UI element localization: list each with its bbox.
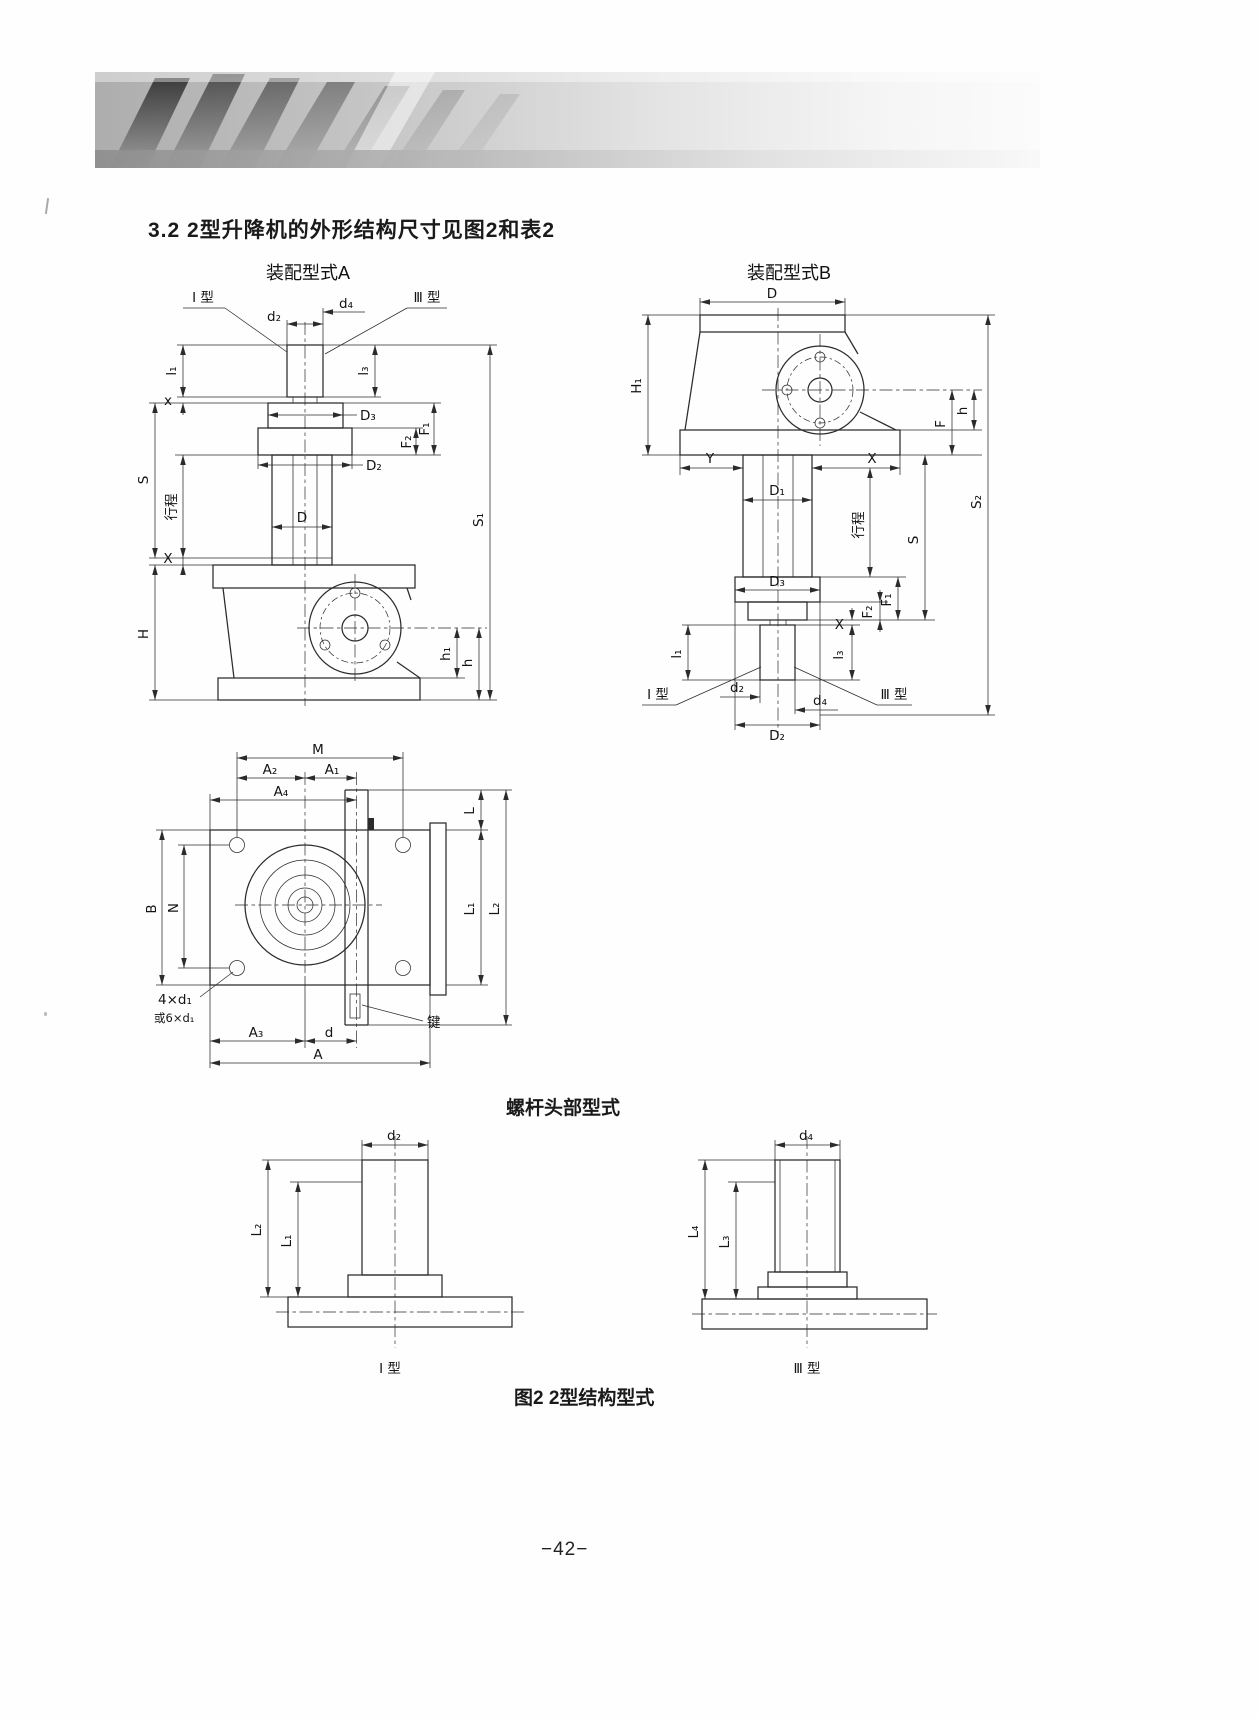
assembly-b-title: 装配型式B — [747, 263, 832, 283]
dim-label-L1: L₁ — [279, 1235, 295, 1248]
assembly-b-drawing: D H₁ F h Y X D₁ 行程 S S₂ D₃ F₁ F₂ X l₁ l₃… — [629, 286, 995, 744]
dim-label-L1: L₁ — [462, 903, 478, 916]
dim-label-x: x — [164, 393, 172, 409]
dim-label-F: F — [933, 420, 949, 428]
dim-label-d4: d₄ — [799, 1128, 813, 1144]
dim-label-S: S — [136, 476, 152, 485]
label-type1: Ⅰ 型 — [647, 687, 669, 703]
dim-label-X-upper: X — [867, 451, 876, 467]
dim-label-d2: d₂ — [730, 680, 744, 696]
dim-label-L3: L₃ — [717, 1236, 733, 1249]
dim-label-D: D — [767, 286, 777, 302]
head3-labels: d₄ L₃ L₄ Ⅲ 型 — [686, 1128, 821, 1377]
dim-label-d2: d₂ — [387, 1128, 401, 1144]
banner-top-highlight — [95, 72, 1040, 82]
label-type3: Ⅲ 型 — [413, 290, 440, 306]
top-view-dimensions — [156, 752, 512, 1068]
dim-label-h: h — [460, 659, 476, 668]
bolt-hole-note-line2: 或6×d₁ — [154, 1011, 194, 1025]
dim-label-stroke: 行程 — [164, 494, 180, 521]
section-heading: 3.2 2型升降机的外形结构尺寸见图2和表2 — [148, 219, 556, 242]
key-label: 键 — [427, 1015, 441, 1031]
assembly-b-dimensions — [642, 298, 995, 730]
dim-label-L4: L₄ — [686, 1226, 702, 1239]
dim-label-L: L — [462, 807, 478, 815]
dim-label-d4: d₄ — [813, 693, 827, 709]
dim-label-B: B — [144, 904, 160, 913]
shaft-key-bottom — [349, 993, 361, 1019]
dim-label-H1: H₁ — [629, 378, 645, 394]
assembly-b-geometry — [679, 308, 982, 734]
dim-label-l1: l₁ — [669, 649, 685, 658]
header-banner-art — [95, 72, 1040, 168]
head3-dimensions — [698, 1140, 841, 1299]
dim-label-X: X — [163, 551, 172, 567]
dim-label-S2: S₂ — [969, 495, 985, 509]
screw-head-heading: 螺杆头部型式 — [506, 1098, 621, 1119]
figure-caption: 图2 2型结构型式 — [514, 1388, 655, 1409]
screw-head-type3-drawing: d₄ L₃ L₄ Ⅲ 型 — [686, 1128, 937, 1377]
scan-artifact-1 — [44, 197, 50, 215]
dim-label-F2: F₂ — [399, 435, 415, 448]
dim-label-D3: D₃ — [360, 408, 376, 424]
dim-label-D3: D₃ — [769, 574, 785, 590]
assembly-b-labels: D H₁ F h Y X D₁ 行程 S S₂ D₃ F₁ F₂ X l₁ l₃… — [629, 286, 985, 744]
dim-label-A3: A₃ — [249, 1025, 264, 1041]
dim-label-stroke: 行程 — [851, 512, 867, 539]
head1-geometry — [276, 1136, 524, 1348]
dim-label-d4: d₄ — [339, 296, 353, 312]
dim-label-F1: F₁ — [417, 422, 433, 435]
dim-label-N: N — [166, 903, 182, 913]
top-view-drawing: M A₂ A₁ A₄ L B N L₁ L₂ 4×d₁ 或6×d₁ A₃ d 键… — [144, 742, 512, 1068]
assembly-a-title: 装配型式A — [266, 263, 351, 283]
dim-label-h1: h₁ — [438, 647, 454, 661]
dim-label-L2: L₂ — [249, 1224, 265, 1237]
dim-label-D2: D₂ — [366, 458, 382, 474]
dim-label-M: M — [312, 742, 324, 758]
dim-label-L2: L₂ — [487, 903, 503, 916]
top-view-geometry — [209, 772, 447, 1048]
page-number: −42− — [541, 1539, 589, 1560]
dim-label-d: d — [325, 1025, 334, 1041]
dim-label-A2: A₂ — [263, 762, 278, 778]
dim-label-H: H — [136, 629, 152, 639]
dim-label-A1: A₁ — [325, 762, 340, 778]
screw-head-type1-drawing: d₂ L₁ L₂ Ⅰ 型 — [249, 1128, 524, 1377]
dim-label-l1: l₁ — [164, 366, 180, 375]
dim-label-D: D — [297, 510, 307, 526]
head3-caption: Ⅲ 型 — [793, 1361, 820, 1377]
dim-label-D1: D₁ — [769, 483, 785, 499]
assembly-a-drawing: Ⅰ 型 Ⅲ 型 d₂ d₄ l₁ x D₃ F₁ F₂ D₂ S 行程 D X … — [136, 290, 497, 706]
gear-blades-art — [110, 72, 520, 168]
dim-label-S1: S₁ — [471, 513, 487, 527]
bolt-hole-note-line1: 4×d₁ — [158, 992, 192, 1008]
assembly-a-labels: Ⅰ 型 Ⅲ 型 d₂ d₄ l₁ x D₃ F₁ F₂ D₂ S 行程 D X … — [136, 290, 487, 667]
scan-artifact-2 — [44, 1012, 47, 1016]
dim-label-Y: Y — [705, 451, 715, 467]
head1-dimensions — [260, 1140, 429, 1298]
dim-label-A: A — [313, 1047, 323, 1063]
banner-bottom-strip — [95, 150, 1040, 168]
head3-geometry — [692, 1136, 937, 1348]
assembly-a-dimensions — [149, 307, 497, 701]
shaft-key-top — [368, 818, 374, 830]
dim-label-d2: d₂ — [267, 309, 281, 325]
dim-label-S: S — [906, 536, 922, 545]
assembly-a-geometry — [212, 322, 487, 706]
dim-label-F2: F₂ — [860, 605, 876, 618]
top-view-labels: M A₂ A₁ A₄ L B N L₁ L₂ 4×d₁ 或6×d₁ A₃ d 键… — [144, 742, 503, 1063]
dim-label-l3: l₃ — [356, 366, 372, 375]
dim-label-l3: l₃ — [831, 650, 847, 659]
head1-labels: d₂ L₁ L₂ Ⅰ 型 — [249, 1128, 401, 1377]
label-type3: Ⅲ 型 — [880, 687, 907, 703]
dim-label-D2: D₂ — [769, 728, 785, 744]
header-banner — [95, 72, 1040, 168]
dim-label-X-lower: X — [835, 617, 844, 633]
label-type1: Ⅰ 型 — [192, 290, 214, 306]
head1-caption: Ⅰ 型 — [379, 1361, 401, 1377]
dim-label-h: h — [955, 407, 971, 416]
dim-label-A4: A₄ — [274, 784, 289, 800]
dim-label-F1: F₁ — [879, 593, 895, 606]
